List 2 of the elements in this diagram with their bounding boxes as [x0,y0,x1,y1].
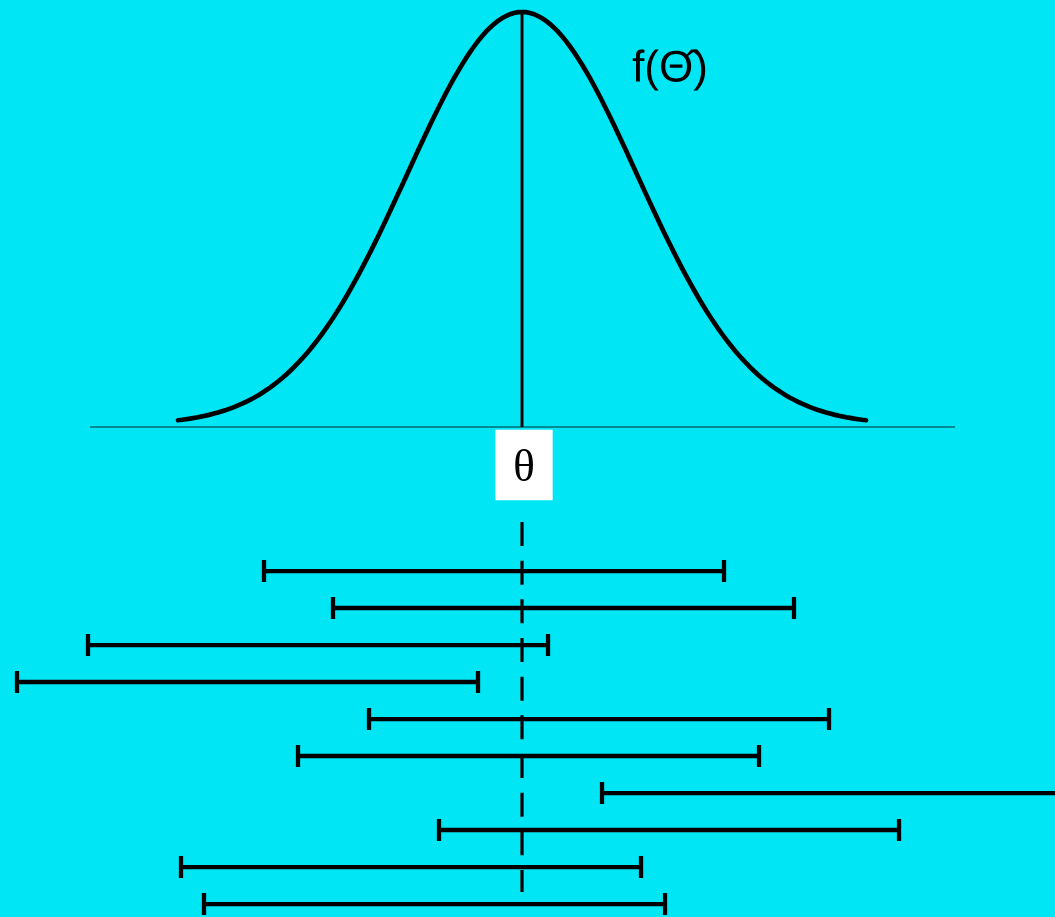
symbol-box: θ [495,429,553,501]
curve-label: f(Θ̂) [632,49,706,91]
